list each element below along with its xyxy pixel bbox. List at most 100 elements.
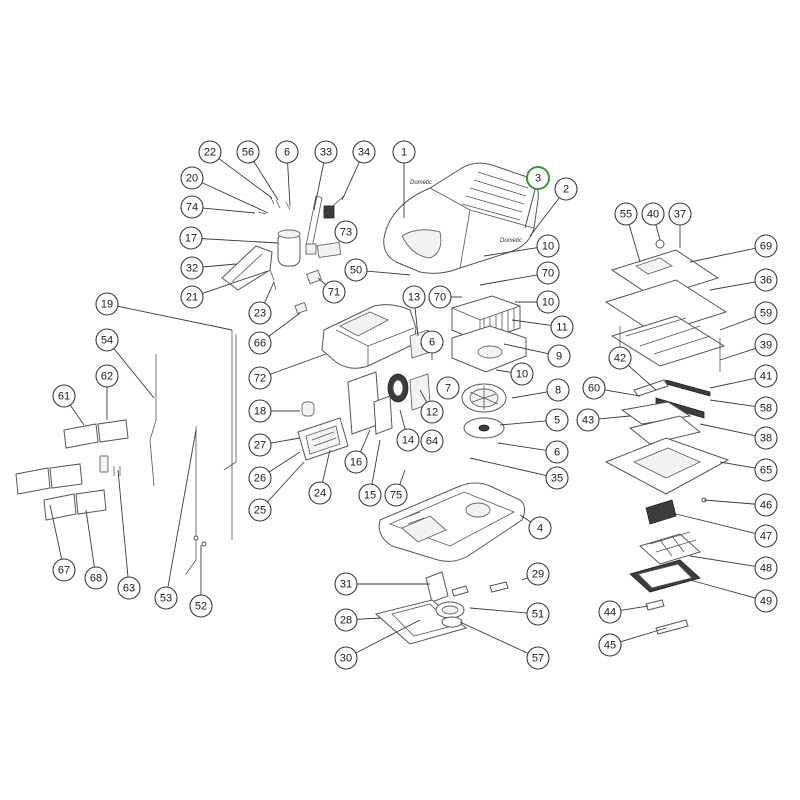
part-53-wire <box>185 426 197 575</box>
callout-15[interactable]: 15 <box>358 483 382 507</box>
callout-16[interactable]: 16 <box>344 450 368 474</box>
callout-45[interactable]: 45 <box>598 633 622 657</box>
callout-56[interactable]: 56 <box>236 140 260 164</box>
callout-bubble <box>754 234 778 258</box>
leader-line-26 <box>268 451 301 473</box>
callout-74[interactable]: 74 <box>180 195 204 219</box>
callout-60[interactable]: 60 <box>582 376 606 400</box>
leader-line-58 <box>709 399 756 407</box>
part-42-arm <box>633 379 669 397</box>
callout-number: 7 <box>445 383 451 395</box>
callout-number: 34 <box>358 147 370 159</box>
callout-37[interactable]: 37 <box>668 202 692 226</box>
callout-36[interactable]: 36 <box>754 268 778 292</box>
shroud-vent-grille <box>461 171 529 221</box>
callout-bubble <box>536 234 560 258</box>
callout-8[interactable]: 8 <box>546 378 570 402</box>
callout-70[interactable]: 70 <box>428 285 452 309</box>
callout-68[interactable]: 68 <box>84 566 108 590</box>
callout-4[interactable]: 4 <box>528 516 552 540</box>
callout-6[interactable]: 6 <box>420 330 444 354</box>
callout-23[interactable]: 23 <box>248 301 272 325</box>
callout-31[interactable]: 31 <box>334 572 358 596</box>
callout-10[interactable]: 10 <box>510 362 534 386</box>
callout-35[interactable]: 35 <box>545 466 569 490</box>
callout-1[interactable]: 1 <box>392 140 416 164</box>
callout-69[interactable]: 69 <box>754 234 778 258</box>
callout-7[interactable]: 7 <box>436 376 460 400</box>
callout-39[interactable]: 39 <box>754 333 778 357</box>
callout-6[interactable]: 6 <box>545 440 569 464</box>
callout-33[interactable]: 33 <box>314 140 338 164</box>
callout-51[interactable]: 51 <box>526 602 550 626</box>
leader-line-5 <box>499 420 547 426</box>
callout-59[interactable]: 59 <box>754 301 778 325</box>
callout-61[interactable]: 61 <box>52 384 76 408</box>
callout-21[interactable]: 21 <box>180 285 204 309</box>
callout-18[interactable]: 18 <box>248 399 272 423</box>
callout-44[interactable]: 44 <box>598 600 622 624</box>
callout-63[interactable]: 63 <box>117 576 141 600</box>
callout-30[interactable]: 30 <box>334 646 358 670</box>
callout-10[interactable]: 10 <box>536 234 560 258</box>
callout-bubble <box>554 177 578 201</box>
callout-13[interactable]: 13 <box>402 285 426 309</box>
callout-6[interactable]: 6 <box>275 140 299 164</box>
callout-65[interactable]: 65 <box>754 458 778 482</box>
callout-67[interactable]: 67 <box>52 558 76 582</box>
callout-number: 4 <box>537 523 543 535</box>
callout-19[interactable]: 19 <box>95 292 119 316</box>
callout-62[interactable]: 62 <box>95 364 119 388</box>
callout-14[interactable]: 14 <box>396 428 420 452</box>
leader-line-28 <box>356 617 381 620</box>
callout-46[interactable]: 46 <box>754 493 778 517</box>
callout-66[interactable]: 66 <box>248 331 272 355</box>
callout-72[interactable]: 72 <box>248 366 272 390</box>
callout-42[interactable]: 42 <box>608 346 632 370</box>
callout-71[interactable]: 71 <box>322 280 346 304</box>
callout-40[interactable]: 40 <box>641 202 665 226</box>
callout-17[interactable]: 17 <box>179 226 203 250</box>
callout-24[interactable]: 24 <box>308 481 332 505</box>
callout-20[interactable]: 20 <box>180 166 204 190</box>
callout-52[interactable]: 52 <box>189 594 213 618</box>
callout-75[interactable]: 75 <box>384 483 408 507</box>
callout-43[interactable]: 43 <box>576 408 600 432</box>
callout-54[interactable]: 54 <box>95 328 119 352</box>
callout-10[interactable]: 10 <box>536 290 560 314</box>
callout-70[interactable]: 70 <box>536 261 560 285</box>
callout-2[interactable]: 2 <box>554 177 578 201</box>
callout-27[interactable]: 27 <box>248 433 272 457</box>
callout-53[interactable]: 53 <box>154 586 178 610</box>
callout-22[interactable]: 22 <box>198 140 222 164</box>
callout-34[interactable]: 34 <box>352 140 376 164</box>
callout-number: 47 <box>760 531 772 543</box>
callout-64[interactable]: 64 <box>420 429 444 453</box>
callout-50[interactable]: 50 <box>344 258 368 282</box>
callout-number: 63 <box>123 583 135 595</box>
callout-41[interactable]: 41 <box>754 364 778 388</box>
callout-48[interactable]: 48 <box>754 556 778 580</box>
callout-49[interactable]: 49 <box>754 589 778 613</box>
callout-47[interactable]: 47 <box>754 524 778 548</box>
callout-29[interactable]: 29 <box>526 562 550 586</box>
callout-57[interactable]: 57 <box>526 646 550 670</box>
callout-5[interactable]: 5 <box>545 408 569 432</box>
callout-11[interactable]: 11 <box>550 315 574 339</box>
callout-73[interactable]: 73 <box>334 220 358 244</box>
callout-58[interactable]: 58 <box>754 396 778 420</box>
callout-55[interactable]: 55 <box>614 202 638 226</box>
callout-38[interactable]: 38 <box>754 426 778 450</box>
callout-26[interactable]: 26 <box>248 466 272 490</box>
callout-bubble <box>334 608 358 632</box>
leader-line-14 <box>399 409 406 430</box>
callout-number: 45 <box>604 640 616 652</box>
callout-28[interactable]: 28 <box>334 608 358 632</box>
callout-32[interactable]: 32 <box>180 256 204 280</box>
callout-9[interactable]: 9 <box>547 344 571 368</box>
part-4-base-pan <box>378 482 526 562</box>
callout-3[interactable]: 3 <box>526 166 550 190</box>
callout-25[interactable]: 25 <box>248 498 272 522</box>
callout-number: 5 <box>554 415 560 427</box>
callout-12[interactable]: 12 <box>420 400 444 424</box>
